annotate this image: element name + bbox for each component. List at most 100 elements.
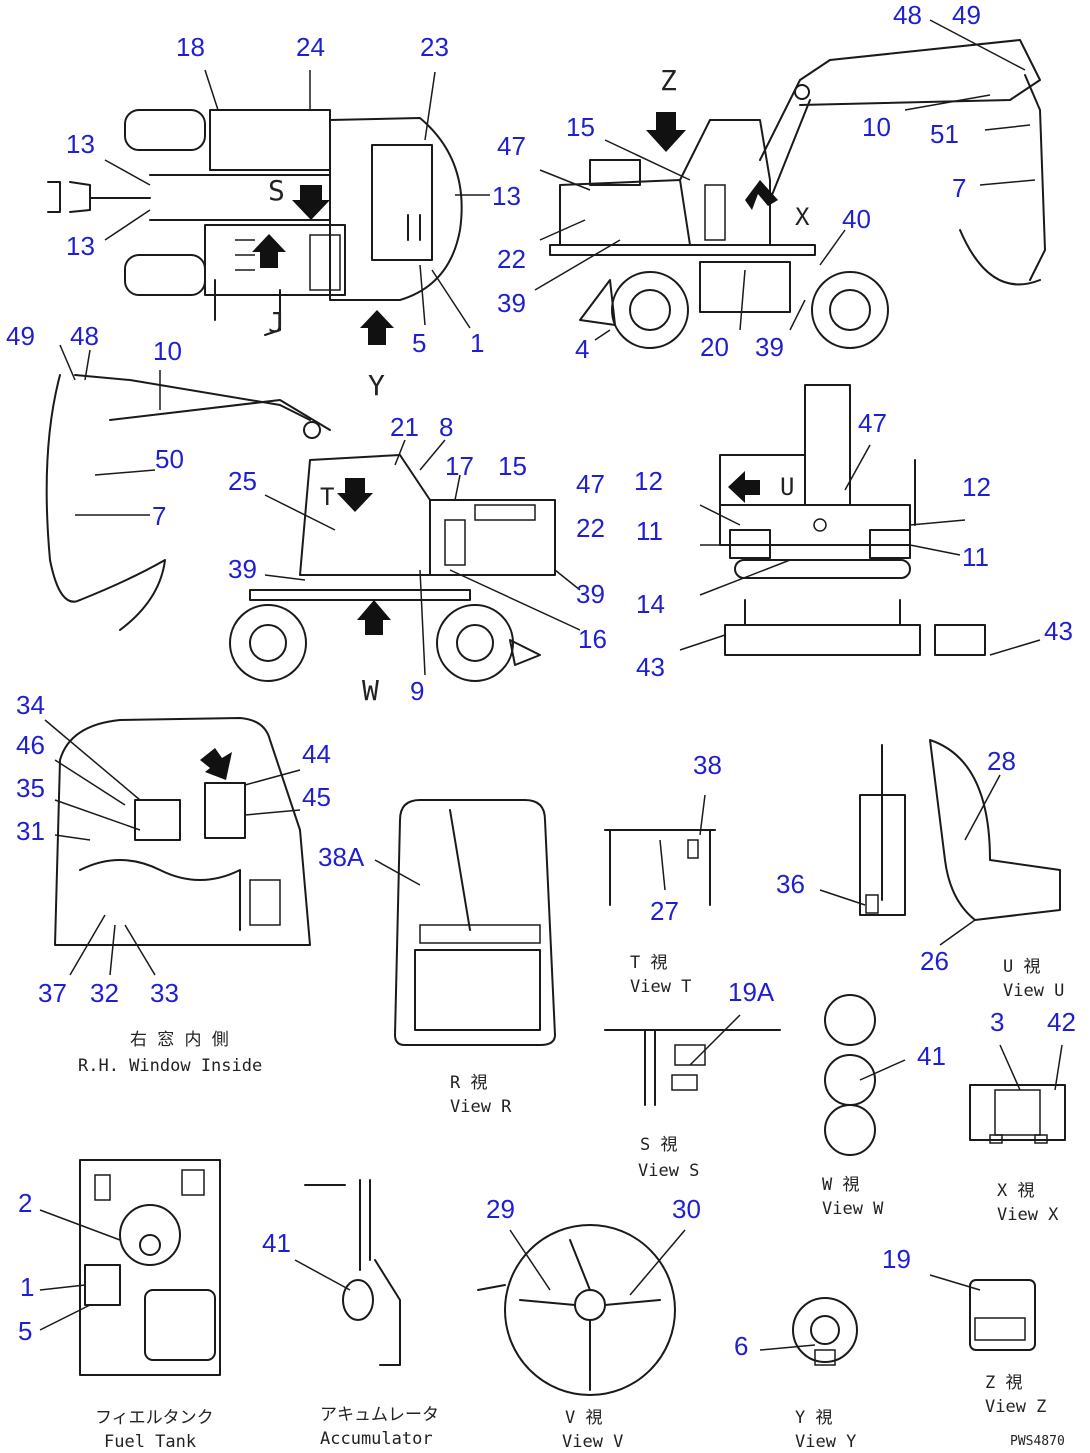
caption-jp: W 視 (822, 1175, 859, 1195)
caption-en: View U (1003, 981, 1064, 1001)
view-w-drawing (824, 994, 876, 1156)
view-z-drawing (969, 1279, 1036, 1351)
callout: 48 (893, 0, 922, 30)
callout: 17 (445, 451, 474, 481)
callout: 38A (318, 842, 365, 872)
callout: 49 (952, 0, 981, 30)
arrow-w (357, 600, 391, 635)
left-side-view-machine (45, 374, 556, 682)
callout: 5 (18, 1316, 32, 1346)
callout: 46 (16, 730, 45, 760)
callout: 7 (152, 501, 166, 531)
arrow-x-side (745, 180, 778, 210)
caption-jp: S 視 (640, 1135, 677, 1155)
callout: 41 (917, 1041, 946, 1071)
callout: 30 (672, 1194, 701, 1224)
callout: 22 (576, 513, 605, 543)
view-letter-x: X (795, 203, 810, 231)
callout: 31 (16, 816, 45, 846)
caption-jp: V 視 (565, 1408, 602, 1428)
callout: 21 (390, 412, 419, 442)
view-letter-z: Z (660, 64, 677, 97)
view-letter-y: Y (368, 369, 385, 402)
callout: 50 (155, 444, 184, 474)
callout: 44 (302, 739, 331, 769)
callout: 38 (693, 750, 722, 780)
callout: 1 (470, 328, 484, 358)
caption-jp: U 視 (1003, 957, 1040, 977)
callout: 11 (636, 516, 663, 546)
rh-window-inside-drawing (54, 717, 311, 946)
caption-jp: アキュムレータ (320, 1405, 439, 1425)
callout: 47 (858, 408, 887, 438)
callout: 25 (228, 466, 257, 496)
leader-lines (39, 19, 1063, 1351)
callout: 51 (930, 119, 959, 149)
drawing-reference-code: PWS4870 (1010, 1434, 1065, 1449)
callout: 24 (296, 32, 325, 62)
callout: 22 (497, 244, 526, 274)
caption-jp: Z 視 (985, 1373, 1022, 1393)
callout: 33 (150, 978, 179, 1008)
callout: 47 (497, 131, 526, 161)
side-view-machine (549, 39, 1046, 349)
callout: 39 (228, 554, 257, 584)
caption-en: View S (638, 1161, 699, 1181)
callout: 27 (650, 896, 679, 926)
callout: 47 (576, 469, 605, 499)
callout: 13 (66, 129, 95, 159)
arrow-z (646, 112, 686, 152)
callout: 18 (176, 32, 205, 62)
view-letter-s: S (268, 174, 285, 207)
callout: 5 (412, 328, 426, 358)
caption-en: View V (562, 1432, 623, 1452)
callout: 10 (862, 112, 891, 142)
arrow-window (200, 748, 232, 780)
callout: 34 (16, 690, 45, 720)
callout: 43 (1044, 616, 1073, 646)
callout: 7 (952, 173, 966, 203)
view-letter-u: U (780, 473, 794, 501)
caption-jp: フィエルタンク (95, 1408, 214, 1428)
caption-en: Fuel Tank (104, 1432, 196, 1452)
callout: 29 (486, 1194, 515, 1224)
view-captions: 右 窓 内 側 R.H. Window Inside R 視 View R T … (78, 953, 1065, 1452)
callout: 15 (566, 112, 595, 142)
callout: 8 (439, 412, 453, 442)
view-v-drawing (477, 1224, 676, 1396)
caption-en: View X (997, 1205, 1059, 1225)
callout: 32 (90, 978, 119, 1008)
caption-jp: T 視 (630, 953, 667, 973)
callout: 13 (492, 181, 521, 211)
rear-view-machine (719, 384, 986, 656)
callout: 40 (842, 204, 871, 234)
caption-en: Accumulator (320, 1429, 433, 1449)
view-letter-j: J (268, 306, 285, 339)
callout: 6 (734, 1331, 748, 1361)
callout: 39 (755, 332, 784, 362)
caption-en: View Y (795, 1432, 856, 1452)
caption-jp: 右 窓 内 側 (130, 1030, 229, 1050)
callout: 37 (38, 978, 67, 1008)
arrow-y (360, 310, 394, 345)
callout: 42 (1047, 1007, 1076, 1037)
callout: 45 (302, 782, 331, 812)
callout: 3 (990, 1007, 1004, 1037)
view-r-drawing (394, 799, 556, 1046)
arrow-s (292, 185, 330, 220)
callout: 11 (962, 542, 989, 572)
callout: 4 (575, 334, 589, 364)
callout: 20 (700, 332, 729, 362)
callout: 10 (153, 336, 182, 366)
view-y-drawing (792, 1297, 858, 1366)
view-t-drawing (604, 829, 716, 906)
callout: 28 (987, 746, 1016, 776)
callout: 35 (16, 773, 45, 803)
callout: 9 (410, 676, 424, 706)
callout: 43 (636, 652, 665, 682)
arrow-u (728, 471, 760, 503)
caption-en: View R (450, 1097, 512, 1117)
view-s-drawing (604, 1029, 781, 1106)
view-letter-t: T (320, 483, 334, 511)
